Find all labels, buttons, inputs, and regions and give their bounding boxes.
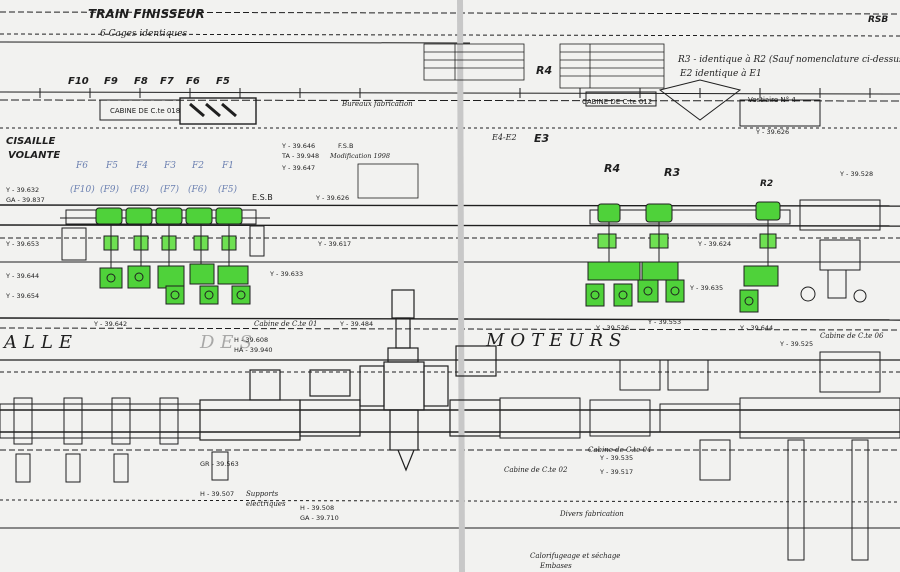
pencil-f7b: (F7): [160, 184, 179, 195]
label-e4e2: E4-E2: [491, 133, 517, 142]
label-fsb: F.S.B: [338, 142, 353, 150]
lower-left-notes: H - 39.608 HA - 39.940 GR - 39.563 H - 3…: [200, 336, 624, 570]
label-modif-top: Bureaux fabrication: [341, 100, 413, 108]
stand-label-f7: F7: [160, 76, 174, 87]
pencil-f3: F3: [163, 161, 176, 171]
coord-ha: HA - 39.940: [234, 346, 273, 354]
rsb-label: RSB: [868, 15, 888, 25]
e2-note: E2 identique à E1: [679, 68, 762, 79]
coord-yk: Y - 39.644: [739, 324, 773, 332]
stand-labels-pencil: F6 F5 F4 F3 F2 F1 (F10) (F9) (F8) (F7) (…: [70, 161, 237, 195]
r3-note: R3 - identique à R2 (Sauf nomenclature c…: [677, 54, 900, 65]
label-calorie: Calorifugeage et séchage: [530, 552, 620, 560]
cabine-018-label: CABINE DE C.te 018: [110, 107, 180, 115]
right-lower-machinery: [499, 351, 900, 561]
coord-yq: Y - 39.484: [339, 320, 373, 328]
right-stand-group: [585, 79, 881, 313]
stand-label-f8: F8: [134, 76, 148, 87]
cabine-06-label: Cabine de C.te 06: [820, 332, 884, 340]
stand-label-f10: F10: [68, 76, 89, 87]
cabine-02-label: Cabine de C.te 02: [504, 466, 568, 474]
coord-ya: Y - 39.646: [281, 142, 315, 150]
coord-yi: Y - 39.624: [697, 240, 731, 248]
pencil-f10b: (F10): [70, 184, 95, 195]
coord-hf: GR - 39.563: [200, 460, 239, 468]
fsb-block: Y - 39.646 F.S.B TA - 39.948 Modificatio…: [252, 142, 419, 278]
pencil-f9b: (F9): [100, 184, 119, 195]
coord-y5: Y - 39.642: [93, 320, 127, 328]
pencil-f1: F1: [221, 161, 234, 171]
coord-ye: Y - 39.633: [269, 270, 303, 278]
coord-yc: Y - 39.647: [281, 164, 315, 172]
coord-y2: Y - 39.653: [5, 240, 39, 248]
legend-table-left: [423, 43, 525, 81]
coord-yg: Y - 39.626: [755, 128, 789, 136]
coord-yf: Y - 39.617: [317, 240, 351, 248]
coords-left: Y - 39.632 GA - 39.837 Y - 39.653 Y - 39…: [5, 186, 127, 328]
label-supports: Supports: [246, 490, 279, 498]
cabine-012-label: CABINE DE C.te 012: [582, 98, 652, 106]
stand-label-f9: F9: [104, 76, 118, 87]
coord-y4: Y - 39.654: [5, 292, 39, 300]
label-r3: R3: [664, 166, 680, 179]
coord-ga1: GA - 39.837: [6, 196, 45, 204]
hall-salle: ALLE: [2, 332, 78, 353]
coord-yn: Y - 39.525: [779, 340, 813, 348]
stand-label-f5: F5: [216, 76, 230, 87]
title-sub: 6 Cages identiques: [100, 29, 188, 39]
coord-yj: Y - 39.635: [689, 284, 723, 292]
legend-table-right: [559, 43, 665, 89]
label-divers: Divers fabrication: [559, 510, 624, 518]
cabine-01-label: Cabine de C.te 01: [254, 320, 317, 328]
vestiaire-label: Vestiaire N° 4: [748, 96, 796, 104]
coord-hb: H - 39.608: [234, 336, 268, 344]
coord-yd: Y - 39.626: [315, 194, 349, 202]
pencil-f5: F5: [105, 161, 118, 171]
cabine-04-label: Cabine de C.te 04: [588, 446, 651, 454]
label-cisaille: CISAILLE: [6, 136, 55, 147]
coord-yb: TA - 39.948: [281, 152, 319, 160]
pencil-f8b: (F8): [130, 184, 149, 195]
label-volante: VOLANTE: [8, 150, 60, 161]
coord-he: GA - 39.710: [300, 514, 339, 522]
pencil-f2: F2: [191, 161, 204, 171]
coord-yo: Y - 39.535: [599, 454, 633, 462]
column-ticks: [39, 88, 871, 98]
coord-y3: Y - 39.644: [5, 272, 39, 280]
coord-hd: H - 39.508: [300, 504, 334, 512]
stand-label-f6: F6: [186, 76, 200, 87]
label-embases: Embases: [539, 562, 572, 570]
pencil-f6: F6: [75, 161, 88, 171]
hall-des: DES: [199, 332, 258, 353]
title-main: TRAIN FINISSEUR: [88, 7, 205, 21]
coords-right: Y - 39.626 Y - 39.528 Y - 39.624 Y - 39.…: [339, 128, 873, 476]
label-e3: E3: [534, 132, 550, 145]
left-stand-rolls: [95, 207, 251, 305]
hall-labels: ALLE DES MOTEURS: [2, 330, 627, 353]
right-stand-rolls: [585, 201, 781, 313]
hall-moteurs: MOTEURS: [485, 330, 627, 351]
pencil-f4: F4: [135, 161, 148, 171]
label-r4b: R4: [604, 162, 620, 175]
label-modif: Modification 1998: [329, 152, 390, 160]
coord-hc: H - 39.507: [200, 490, 234, 498]
pencil-f5b: (F5): [218, 184, 237, 195]
label-r4a: R4: [536, 64, 552, 77]
cabine-018: CABINE DE C.te 018: [99, 97, 257, 125]
label-esb: E.S.B: [252, 193, 273, 202]
stand-labels-top: F10 F9 F8 F7 F6 F5: [68, 76, 230, 87]
coord-yl: Y - 39.553: [647, 318, 681, 326]
coord-yp: Y - 39.517: [599, 468, 633, 476]
coord-yh: Y - 39.528: [839, 170, 873, 178]
central-motor-column: [199, 289, 501, 472]
left-lower-machinery: [0, 397, 229, 483]
left-stand-group: [60, 207, 270, 305]
label-r2: R2: [760, 179, 773, 189]
coord-y1: Y - 39.632: [5, 186, 39, 194]
pencil-f6b: (F6): [188, 184, 207, 195]
coord-ym: Y - 39.526: [595, 324, 629, 332]
label-electriques: electriques: [246, 500, 286, 508]
